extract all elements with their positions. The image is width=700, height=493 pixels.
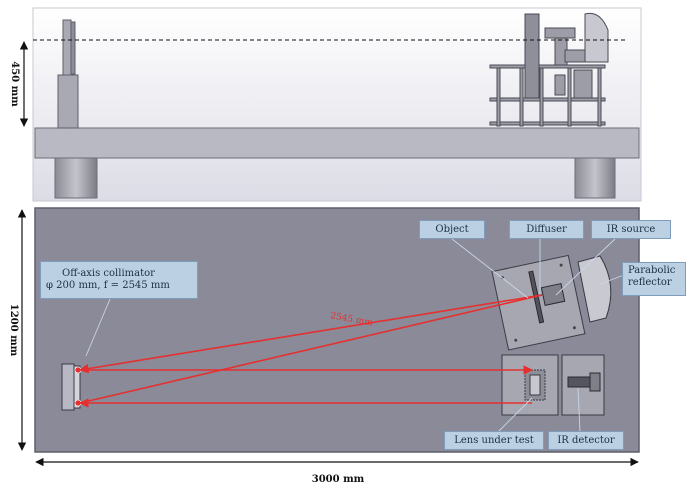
parabolic-reflector-callout: Parabolic reflector bbox=[622, 262, 686, 296]
parabolic-callout-line2: reflector bbox=[628, 277, 672, 288]
diffuser-callout-label: Diffuser bbox=[526, 223, 567, 235]
diffuser-callout: Diffuser bbox=[509, 220, 584, 239]
collimator-callout: Off-axis collimator φ 200 mm, f = 2545 m… bbox=[40, 261, 198, 299]
ir-detector-label: IR detector bbox=[557, 434, 615, 446]
ir-detector-callout: IR detector bbox=[548, 431, 624, 450]
parabolic-callout-line1: Parabolic bbox=[628, 265, 676, 276]
collimator-mirror-top bbox=[61, 363, 82, 411]
lens-bench-top bbox=[501, 354, 559, 416]
height-label-top: 1200 mm bbox=[8, 304, 19, 357]
optical-table-side bbox=[34, 127, 640, 159]
ir-source-callout: IR source bbox=[591, 220, 671, 239]
height-label-side: 450 mm bbox=[9, 61, 20, 107]
parabolic-reflector-top bbox=[577, 255, 612, 323]
object-callout: Object bbox=[419, 220, 485, 239]
side-view-panel: 450 mm bbox=[9, 7, 642, 202]
callout-pointers bbox=[85, 238, 625, 433]
collimator-callout-line2: φ 200 mm, f = 2545 mm bbox=[46, 280, 170, 291]
lens-under-test-label: Lens under test bbox=[454, 434, 534, 446]
lens-under-test-callout: Lens under test bbox=[444, 431, 544, 450]
width-label: 3000 mm bbox=[312, 474, 365, 485]
beam-paths bbox=[79, 294, 543, 408]
object-callout-label: Object bbox=[435, 223, 469, 235]
source-bench-side bbox=[489, 12, 609, 127]
ir-source-callout-label: IR source bbox=[606, 223, 656, 235]
detector-bench-top bbox=[561, 354, 605, 416]
collimator-callout-line1: Off-axis collimator bbox=[62, 268, 155, 279]
collimator-mount-side bbox=[57, 19, 79, 129]
table-leg-right bbox=[574, 157, 616, 199]
table-leg-left bbox=[54, 157, 98, 199]
top-view-panel: 2545 mm 1200 mm bbox=[8, 207, 640, 453]
